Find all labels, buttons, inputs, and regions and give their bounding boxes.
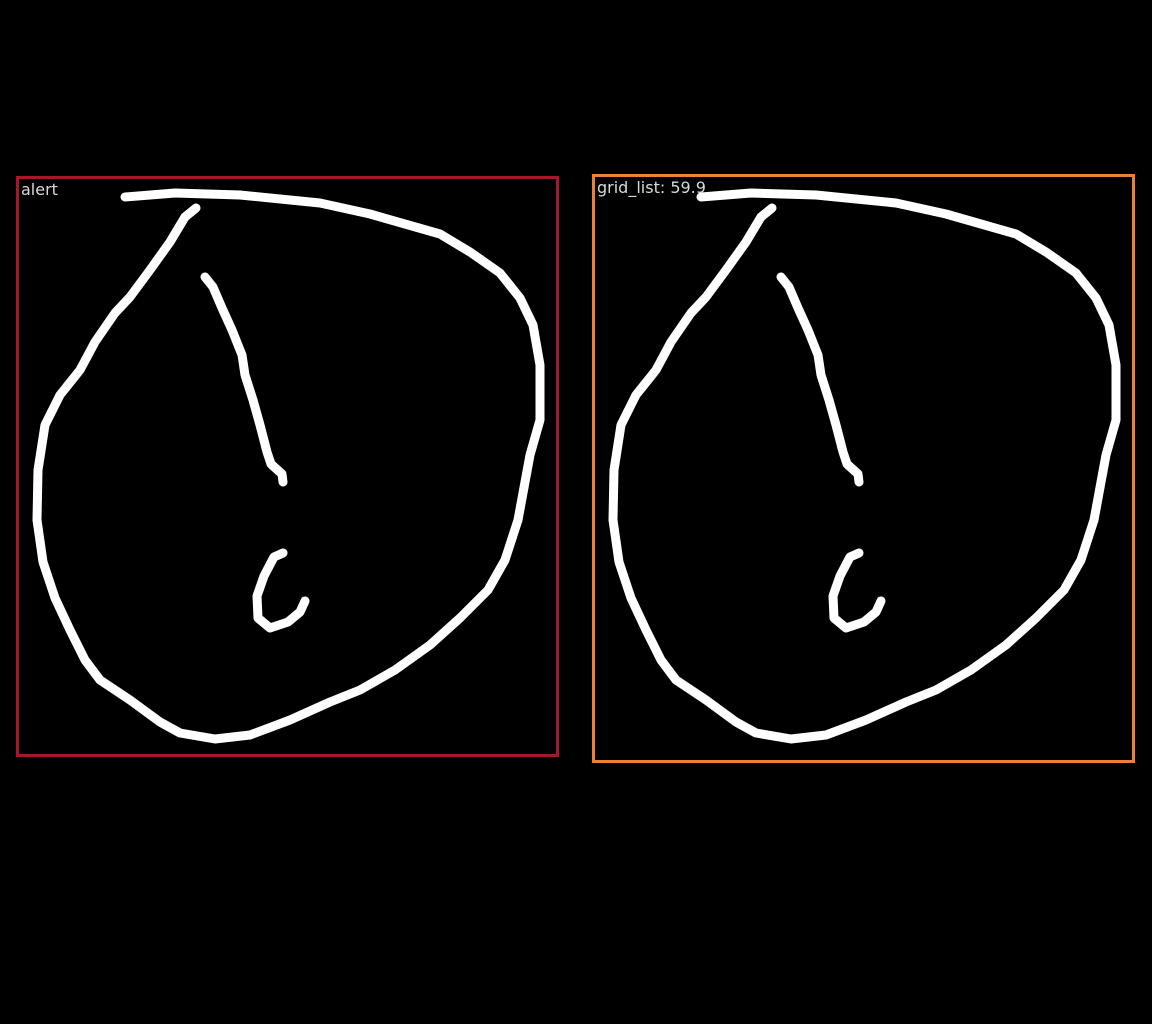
detection-label: alert [21, 180, 58, 199]
detection-label: grid_list: 59.9 [597, 178, 706, 197]
detection-box-alert: alert [16, 176, 559, 757]
detection-box-grid-list: grid_list: 59.9 [592, 174, 1135, 763]
